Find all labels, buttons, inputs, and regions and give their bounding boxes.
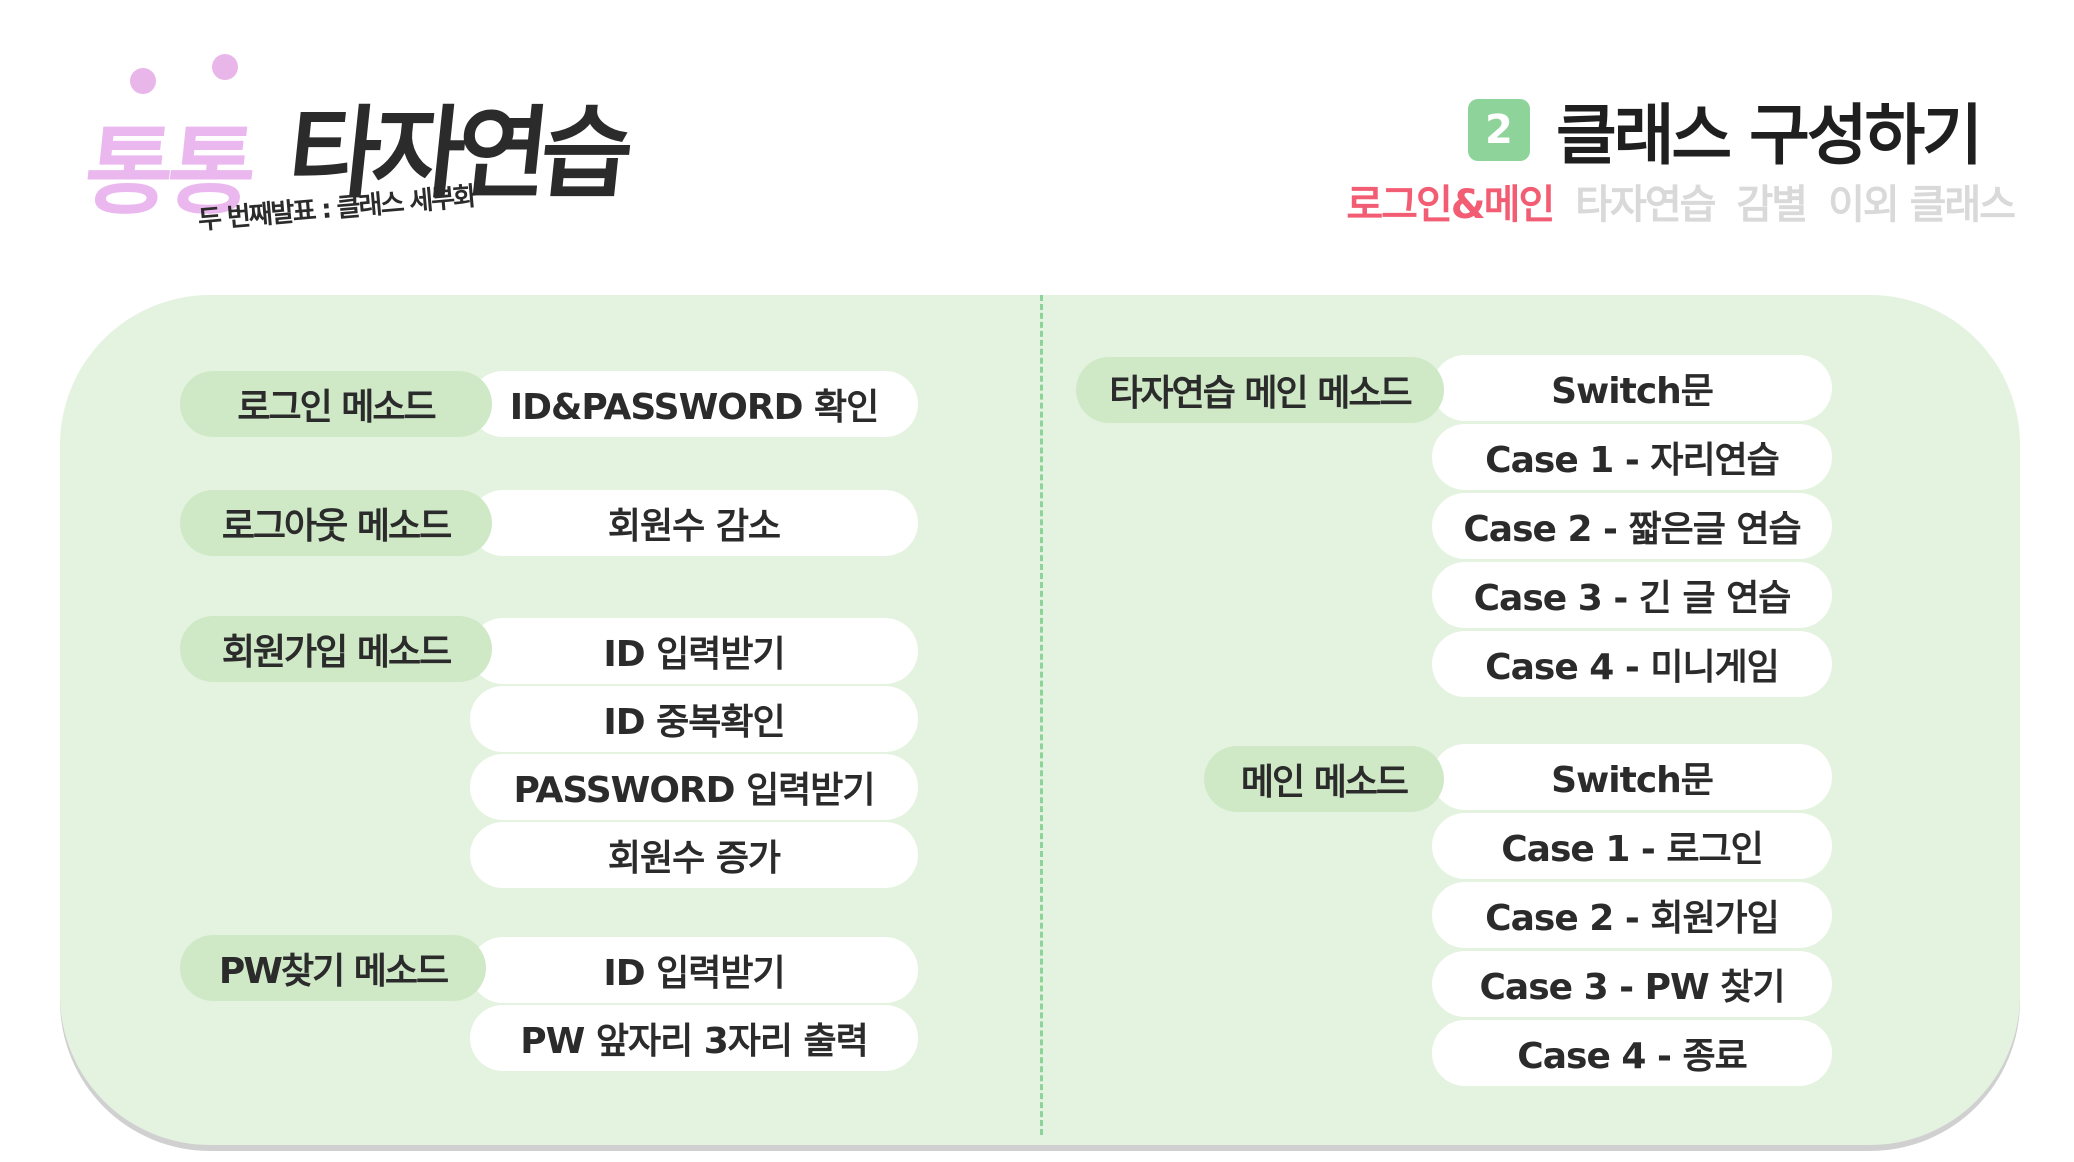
step-signup-4: 회원수 증가: [470, 822, 918, 888]
step-typing-main-1: Switch문: [1432, 355, 1832, 421]
section-title: 클래스 구성하기: [1555, 97, 1983, 174]
step-main-1: Switch문: [1432, 744, 1832, 810]
method-label-typing-main: 타자연습 메인 메소드: [1076, 357, 1444, 423]
method-label-logout: 로그아웃 메소드: [180, 490, 492, 556]
step-main-4: Case 3 - PW 찾기: [1432, 951, 1832, 1017]
method-label-find-pw: PW찾기 메소드: [180, 935, 486, 1001]
nav-item-login-main[interactable]: 로그인&메인: [1346, 182, 1555, 228]
step-typing-main-2: Case 1 - 자리연습: [1432, 424, 1832, 490]
step-typing-main-5: Case 4 - 미니게임: [1432, 631, 1832, 697]
nav-item-other-classes[interactable]: 이외 클래스: [1828, 182, 2016, 228]
nav-item-discrimination[interactable]: 감별: [1736, 182, 1808, 228]
section-nav: 로그인&메인 타자연습 감별 이외 클래스: [1346, 172, 2016, 230]
step-main-2: Case 1 - 로그인: [1432, 813, 1832, 879]
logo-dot: [212, 54, 238, 80]
step-logout-1: 회원수 감소: [470, 490, 918, 556]
step-main-3: Case 2 - 회원가입: [1432, 882, 1832, 948]
step-signup-1: ID 입력받기: [470, 618, 918, 684]
center-divider: [1040, 295, 1043, 1135]
step-main-5: Case 4 - 종료: [1432, 1020, 1832, 1086]
logo: 통통 타자연습 두 번째발표 : 클래스 세부화: [79, 50, 640, 280]
method-label-main: 메인 메소드: [1204, 746, 1444, 812]
step-login-1: ID&PASSWORD 확인: [470, 371, 918, 437]
step-signup-3: PASSWORD 입력받기: [470, 754, 918, 820]
step-find-pw-2: PW 앞자리 3자리 출력: [470, 1005, 918, 1071]
section-header: 2 클래스 구성하기: [1467, 82, 1983, 178]
nav-item-typing-practice[interactable]: 타자연습: [1575, 182, 1716, 228]
method-label-login: 로그인 메소드: [180, 371, 492, 437]
section-number-badge: 2: [1467, 99, 1530, 161]
step-typing-main-3: Case 2 - 짧은글 연습: [1432, 493, 1832, 559]
step-signup-2: ID 중복확인: [470, 686, 918, 752]
step-typing-main-4: Case 3 - 긴 글 연습: [1432, 562, 1832, 628]
logo-dot: [130, 68, 156, 94]
method-label-signup: 회원가입 메소드: [180, 616, 492, 682]
step-find-pw-1: ID 입력받기: [470, 937, 918, 1003]
